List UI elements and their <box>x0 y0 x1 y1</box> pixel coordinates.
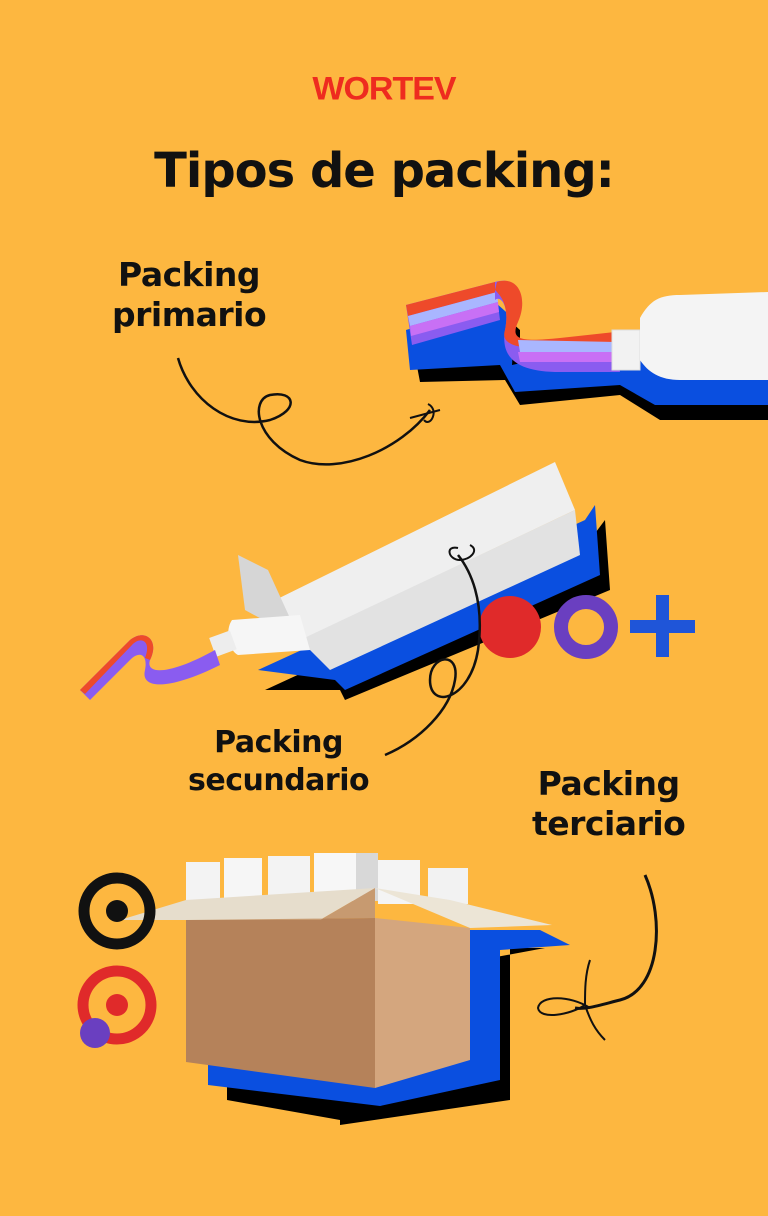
cardboard-box-icon <box>120 853 570 1125</box>
arrow-tertiary-icon <box>574 874 658 1010</box>
purple-ring-icon <box>554 595 618 659</box>
label-packing-primario: Packing primario <box>112 255 267 335</box>
label-line1: Packing <box>214 725 343 760</box>
label-line2: terciario <box>532 804 686 843</box>
toothpaste-tube-icon <box>406 280 768 420</box>
toothpaste-in-box-icon <box>80 462 610 700</box>
blue-plus-icon <box>630 595 695 657</box>
label-line1: Packing <box>537 764 681 803</box>
wortev-logo: WORTEV <box>312 70 456 108</box>
page-title: Tipos de packing: <box>154 143 615 199</box>
label-packing-terciario: Packing terciario <box>532 764 686 844</box>
label-packing-secundario: Packing secundario <box>188 724 370 800</box>
red-dot-icon <box>479 596 541 658</box>
purple-dot-icon <box>80 1018 110 1048</box>
label-line2: secundario <box>188 763 370 798</box>
label-line1: Packing <box>118 255 261 294</box>
arrow-secondary-icon <box>384 554 482 757</box>
black-target-icon <box>78 872 156 950</box>
red-target-icon <box>77 965 157 1045</box>
arrow-primary-icon <box>176 357 431 466</box>
label-line2: primario <box>112 295 267 334</box>
